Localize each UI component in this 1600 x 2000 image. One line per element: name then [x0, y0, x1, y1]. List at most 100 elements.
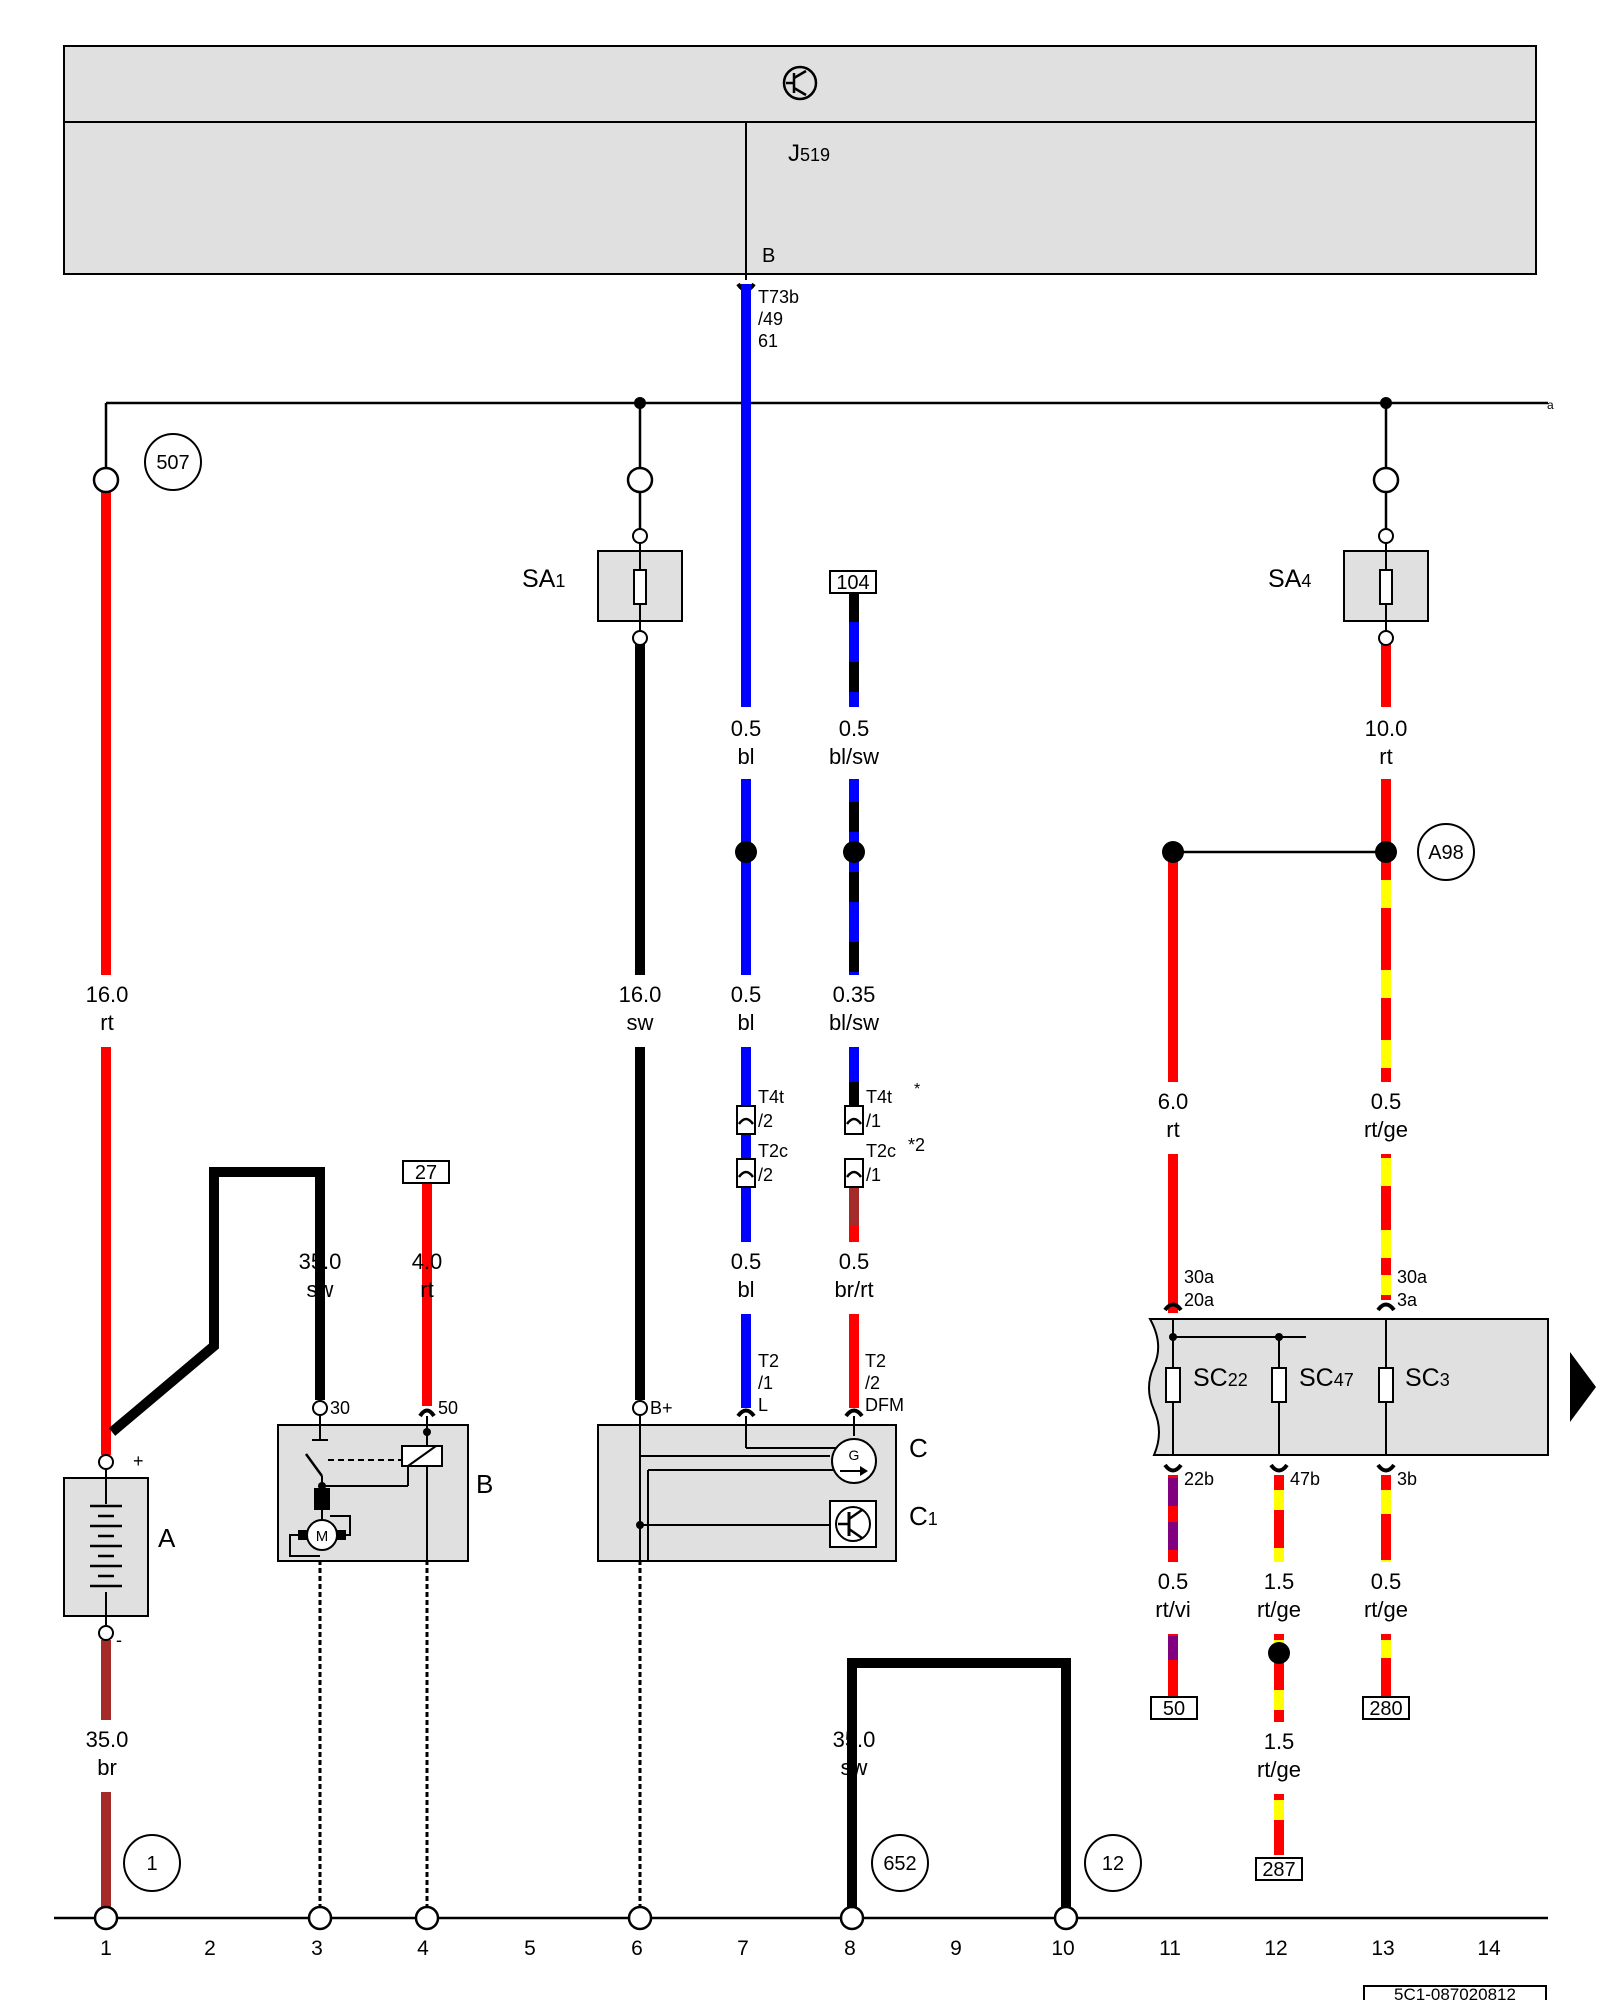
svg-text:G: G: [849, 1447, 860, 1463]
ref-a98: [1417, 823, 1475, 881]
svg-text:1: 1: [100, 1937, 112, 1960]
svg-text:35.0: 35.0: [86, 1727, 129, 1752]
battery-plus: +: [133, 1451, 144, 1471]
svg-text:0.5: 0.5: [1371, 1089, 1402, 1114]
svg-text:6: 6: [631, 1937, 643, 1960]
svg-text:rt/ge: rt/ge: [1364, 1117, 1408, 1142]
svg-text:0.5: 0.5: [1371, 1569, 1402, 1594]
svg-text:507: 507: [156, 452, 189, 474]
svg-text:3b: 3b: [1397, 1469, 1417, 1489]
alternator-label: C: [909, 1433, 928, 1463]
svg-text:bl/sw: bl/sw: [829, 1010, 879, 1035]
generator-icon: G: [831, 1438, 877, 1484]
control-unit-pin-b: B: [762, 245, 775, 267]
alternator-bplus: B+: [650, 1398, 673, 1418]
relay-sa1-label: SA1: [522, 565, 565, 593]
svg-text:35.0: 35.0: [299, 1249, 342, 1274]
ref-box-280: 280: [1369, 1698, 1402, 1720]
svg-text:sw: sw: [627, 1010, 654, 1035]
svg-text:T4t/2: T4t/2: [758, 1087, 784, 1131]
inline-connectors: [736, 1105, 864, 1188]
svg-text:bl/sw: bl/sw: [829, 744, 879, 769]
wire-4-red: [422, 1184, 432, 1406]
ref-12: [1084, 1834, 1142, 1892]
battery-a: A + -: [63, 1451, 176, 1650]
svg-text:*2: *2: [908, 1135, 925, 1155]
reference-circles: 507 A98 1 652 12: [123, 433, 1475, 1892]
battery-minus: -: [116, 1630, 122, 1650]
svg-text:rt: rt: [1166, 1117, 1179, 1142]
regulator-label: C1: [909, 1501, 938, 1531]
starter-label: B: [476, 1469, 493, 1499]
svg-text:rt/ge: rt/ge: [1364, 1597, 1408, 1622]
ref-1: [123, 1834, 181, 1892]
svg-text:13: 13: [1371, 1937, 1394, 1960]
ref-652: [871, 1834, 929, 1892]
footer-code: 5C1-087020812: [1363, 1985, 1547, 2000]
svg-text:14: 14: [1477, 1937, 1501, 1960]
svg-text:0.5: 0.5: [1158, 1569, 1189, 1594]
svg-text:br: br: [97, 1755, 117, 1780]
wire-labels: 16.0 rt 35.0 br 35.0 sw 4.0 rt 16.0 sw 0…: [86, 716, 1408, 1782]
track-numbers: 1 2 3 4 5 6 7 8 9 10 11 12 13 14: [100, 1937, 1501, 1960]
reference-boxes: 104 27 50 280 287: [402, 570, 1410, 1881]
svg-text:7: 7: [737, 1937, 749, 1960]
svg-text:T2/1L: T2/1L: [758, 1351, 779, 1415]
svg-text:10: 10: [1051, 1937, 1074, 1960]
fuse-sc47-label: SC47: [1299, 1364, 1354, 1392]
svg-text:bl: bl: [737, 1277, 754, 1302]
control-unit-label: J519: [788, 140, 830, 167]
svg-text:T4t/1: T4t/1: [866, 1087, 892, 1131]
motor-icon: M: [306, 1519, 338, 1551]
regulator-icon: [829, 1500, 877, 1548]
svg-text:16.0: 16.0: [86, 982, 129, 1007]
svg-text:M: M: [316, 1528, 329, 1545]
svg-text:5: 5: [524, 1937, 536, 1960]
control-unit-j519: J519 B: [63, 45, 1537, 280]
svg-text:22b: 22b: [1184, 1469, 1214, 1489]
svg-text:rt/vi: rt/vi: [1155, 1597, 1190, 1622]
svg-text:0.5: 0.5: [839, 1249, 870, 1274]
svg-text:12: 12: [1264, 1937, 1287, 1960]
svg-text:sw: sw: [307, 1277, 334, 1302]
starter-pin-50: 50: [438, 1398, 458, 1418]
svg-text:4: 4: [417, 1937, 429, 1960]
relay-sa1: SA1: [522, 492, 683, 646]
svg-text:0.5: 0.5: [839, 716, 870, 741]
svg-text:rt/ge: rt/ge: [1257, 1597, 1301, 1622]
continuation-arrow-icon[interactable]: [1570, 1352, 1596, 1422]
svg-text:T2c/2: T2c/2: [758, 1141, 788, 1185]
wire-8-to-10-black: [847, 1658, 1071, 1915]
continuation-a: a: [1547, 398, 1554, 412]
svg-text:1: 1: [146, 1853, 157, 1875]
wire-1-red: [101, 492, 111, 1455]
svg-text:*: *: [914, 1081, 920, 1098]
ref-box-287: 287: [1262, 1859, 1295, 1881]
svg-text:8: 8: [844, 1937, 856, 1960]
svg-text:35.0: 35.0: [833, 1727, 876, 1752]
svg-text:rt/ge: rt/ge: [1257, 1757, 1301, 1782]
svg-text:11: 11: [1159, 1937, 1181, 1960]
ground-wires: [318, 1560, 642, 1918]
starter-b: M 30 50 B: [277, 1398, 493, 1562]
svg-text:rt: rt: [100, 1010, 113, 1035]
alternator-c: G B+ C C1: [597, 1398, 938, 1562]
wire-battery-to-starter: [108, 1167, 325, 1436]
svg-text:rt: rt: [1379, 744, 1392, 769]
svg-text:6.0: 6.0: [1158, 1089, 1189, 1114]
connector-t73b-label: T73b /49 61: [758, 287, 804, 351]
svg-text:47b: 47b: [1290, 1469, 1320, 1489]
svg-text:10.0: 10.0: [1365, 716, 1408, 741]
battery-label: A: [158, 1523, 176, 1553]
svg-text:12: 12: [1102, 1853, 1124, 1875]
ref-box-104: 104: [836, 572, 869, 594]
ground-terminals: [93, 1905, 1079, 1931]
svg-text:5C1-087020812: 5C1-087020812: [1394, 1985, 1516, 2000]
wire-12-red-yellow: [1274, 1475, 1284, 1855]
svg-text:652: 652: [883, 1853, 916, 1875]
